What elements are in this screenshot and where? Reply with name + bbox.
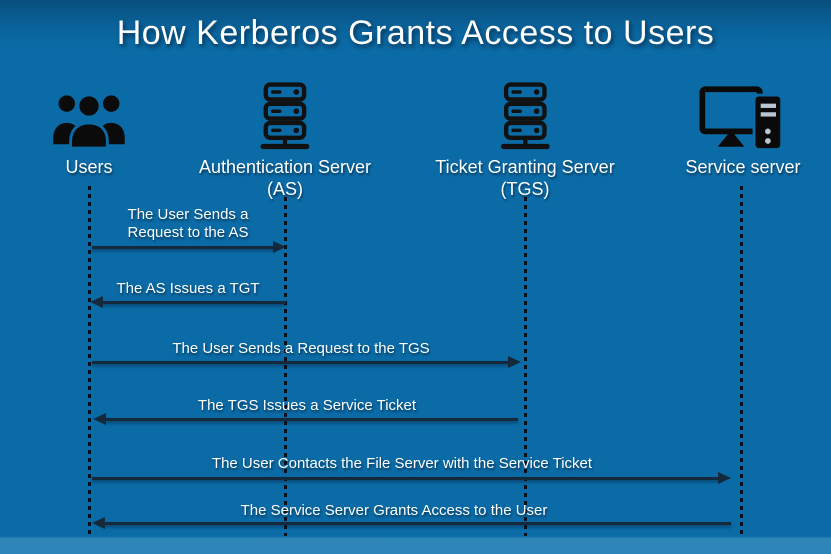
users-group-icon xyxy=(52,80,126,150)
message-arrow xyxy=(92,517,731,529)
message-label: The TGS Issues a Service Ticket xyxy=(197,397,417,414)
server-icon xyxy=(435,80,614,150)
lifeline-users xyxy=(88,186,91,536)
arrowhead-right-icon xyxy=(273,241,286,253)
arrowhead-left-icon xyxy=(90,296,103,308)
arrowhead-right-icon xyxy=(718,472,731,484)
message-label: The AS Issues a TGT xyxy=(116,280,260,297)
message-arrow xyxy=(90,296,286,308)
message-arrow xyxy=(92,356,521,368)
lifeline-authentication-server xyxy=(284,197,287,536)
message-arrow xyxy=(92,241,286,253)
actor-sublabel: (TGS) xyxy=(500,179,550,199)
actor-label: Service server xyxy=(685,157,801,177)
actor-label: Ticket Granting Server xyxy=(435,157,615,177)
message-arrow xyxy=(92,472,731,484)
actor-label: Users xyxy=(65,157,113,177)
message-label: The User Sends a Request to the AS xyxy=(127,206,249,241)
lifeline-service-server xyxy=(740,186,743,536)
computer-icon xyxy=(685,80,800,150)
actor-label: Authentication Server xyxy=(198,157,372,177)
message-label: The Service Server Grants Access to the … xyxy=(240,502,548,519)
actor-authentication-server: Authentication Server (AS) xyxy=(199,80,371,200)
actor-sublabel: (AS) xyxy=(266,179,303,199)
message-arrow xyxy=(93,413,518,425)
actor-ticket-granting-server: Ticket Granting Server (TGS) xyxy=(435,80,615,200)
arrowhead-left-icon xyxy=(92,517,105,529)
actor-users: Users xyxy=(52,80,126,178)
message-label: The User Contacts the File Server with t… xyxy=(211,455,593,472)
actor-service-server: Service server xyxy=(685,80,801,178)
page-title: How Kerberos Grants Access to Users xyxy=(116,14,715,52)
server-icon xyxy=(199,80,371,150)
message-label: The User Sends a Request to the TGS xyxy=(172,340,430,357)
lifeline-ticket-granting-server xyxy=(524,197,527,536)
arrowhead-left-icon xyxy=(93,413,106,425)
arrowhead-right-icon xyxy=(508,356,521,368)
